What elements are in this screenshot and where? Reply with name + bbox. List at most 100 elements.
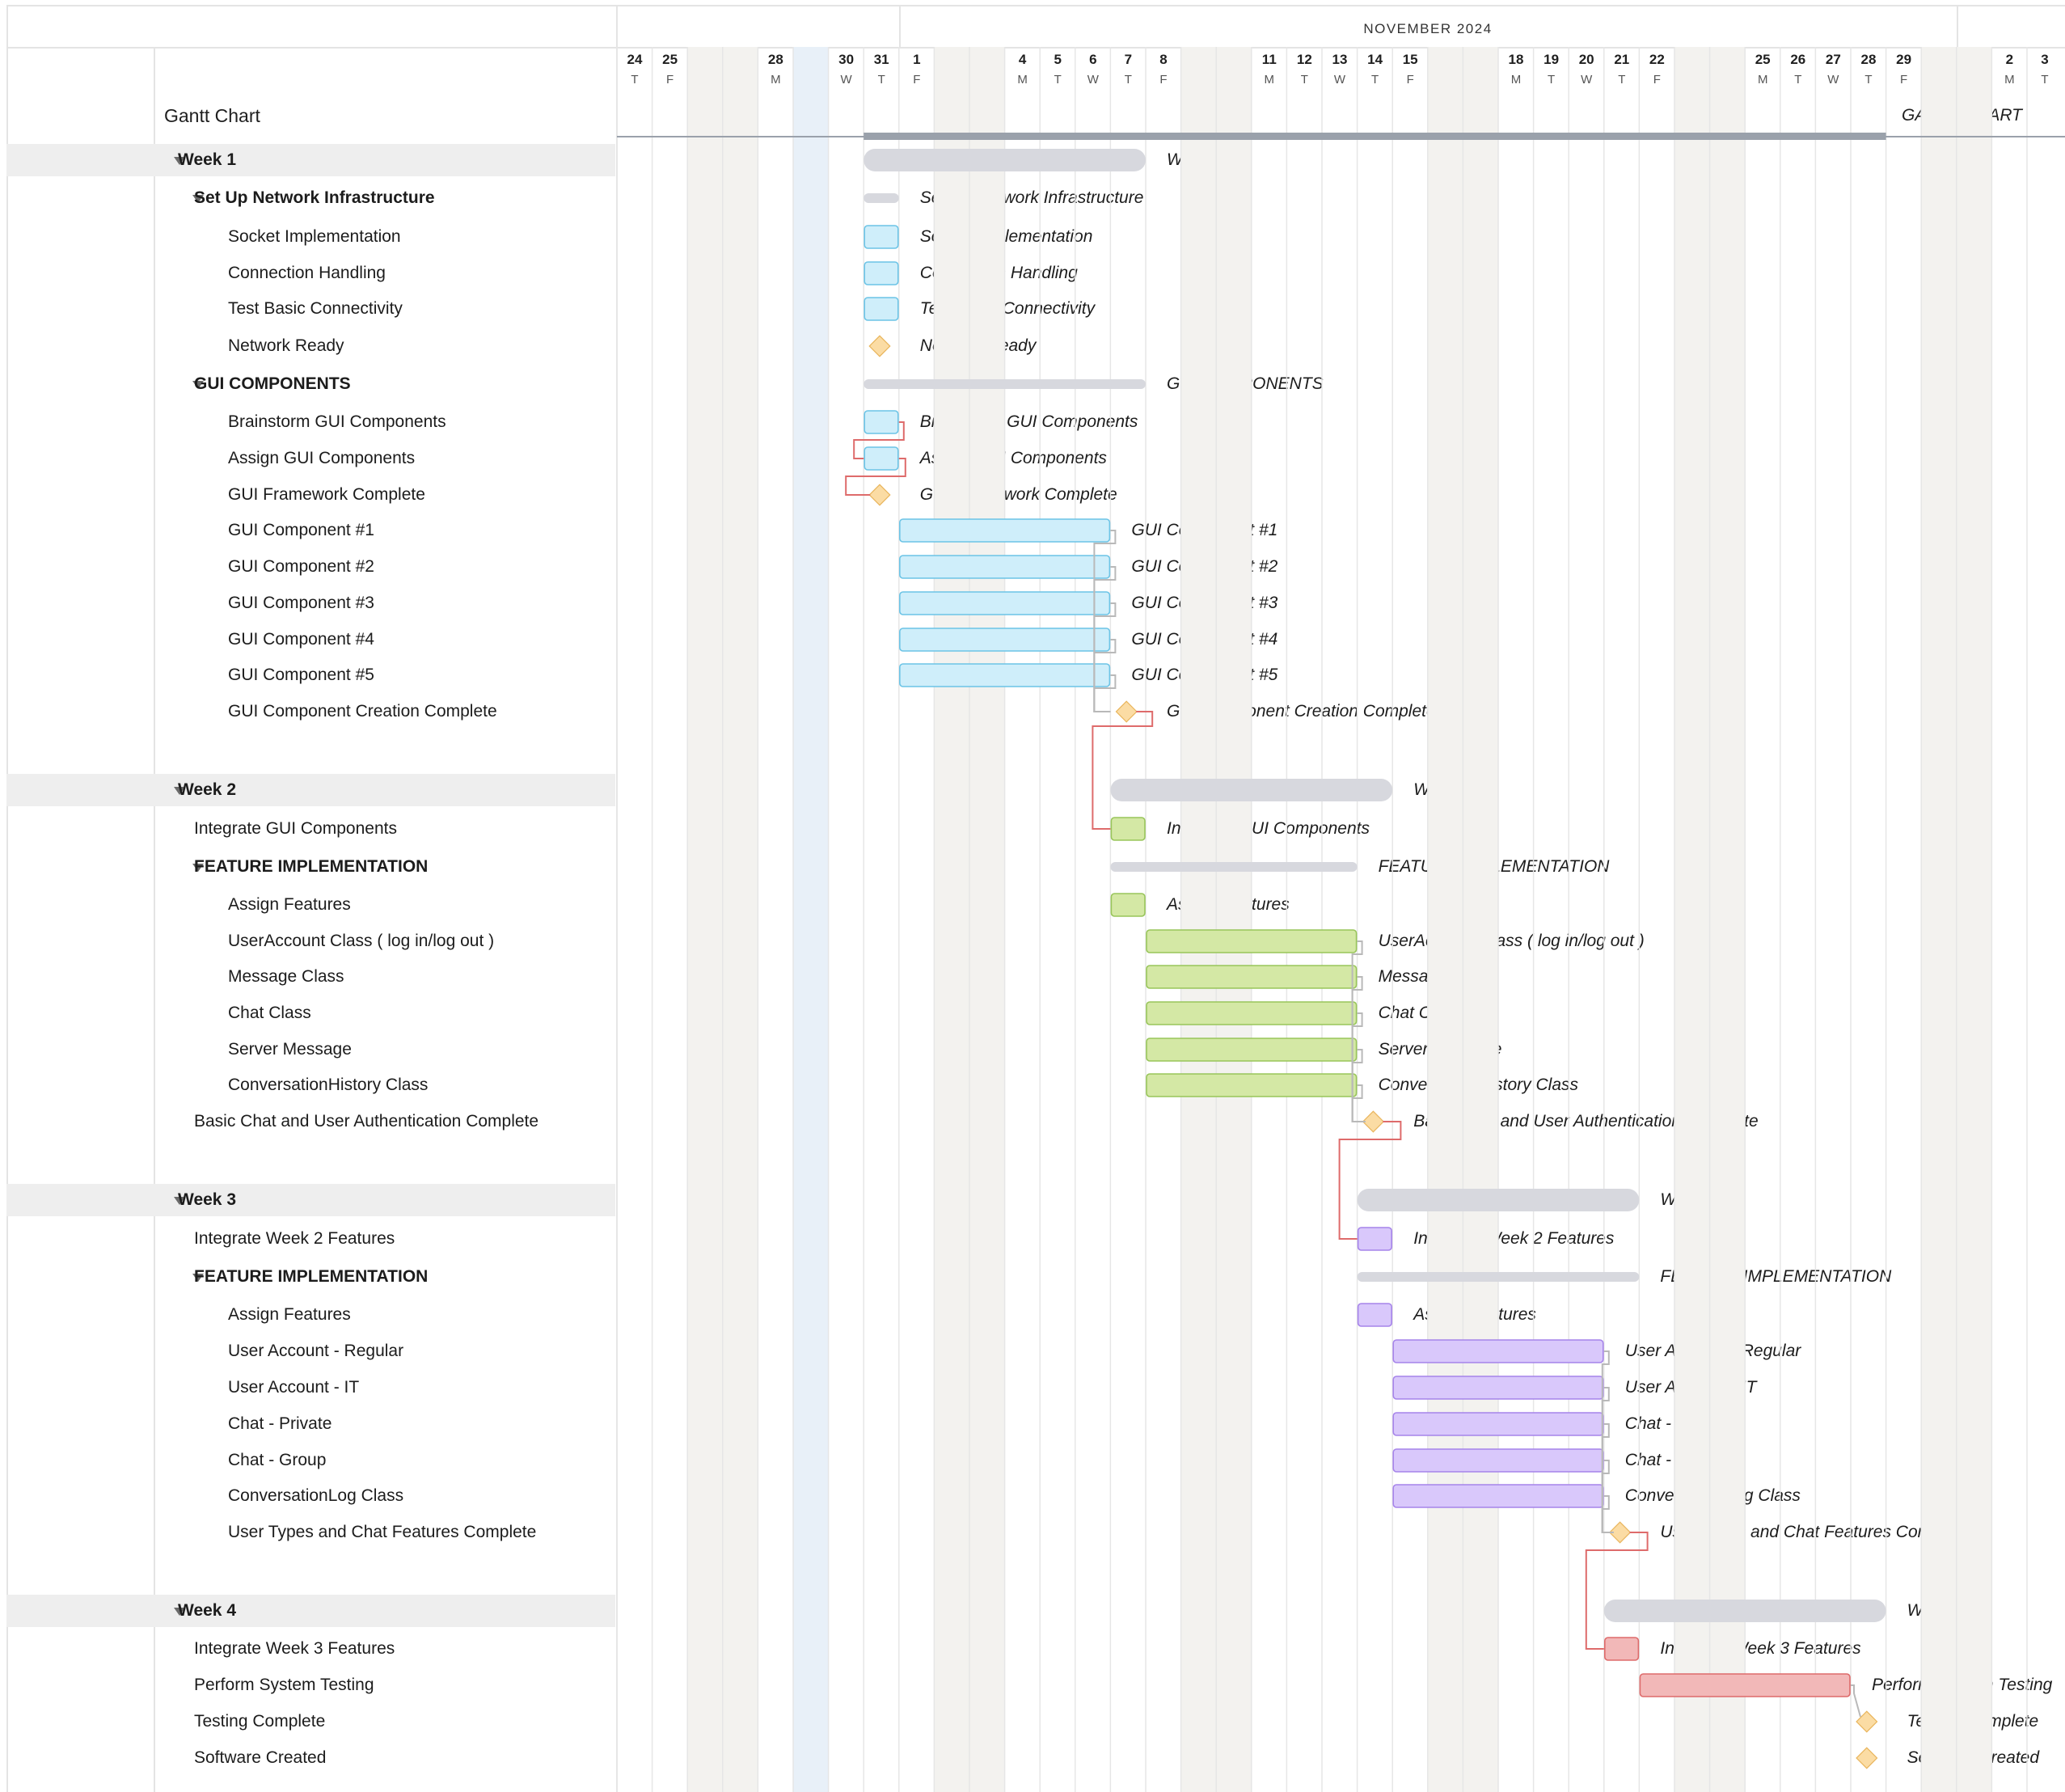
- task-bar[interactable]: [864, 225, 899, 249]
- task-name[interactable]: Perform System Testing: [194, 1676, 374, 1694]
- milestone-name[interactable]: Network Ready: [228, 336, 344, 355]
- summary-bar[interactable]: [864, 193, 899, 203]
- summary-bar[interactable]: [864, 379, 1146, 389]
- task-bar[interactable]: [864, 446, 899, 471]
- day-number: 14: [1367, 52, 1383, 67]
- day-number: 2: [2005, 52, 2014, 67]
- task-name[interactable]: GUI Component #4: [228, 630, 374, 649]
- task-name[interactable]: User Account - Regular: [228, 1342, 404, 1360]
- task-bar[interactable]: [1146, 929, 1358, 953]
- group-name[interactable]: Week 1: [178, 150, 236, 169]
- task-bar[interactable]: [899, 663, 1111, 687]
- milestone-name[interactable]: Software Created: [194, 1748, 327, 1767]
- task-bar[interactable]: [1110, 893, 1146, 917]
- group-row-background: [6, 1595, 615, 1627]
- collapse-toggle-icon[interactable]: [174, 1608, 185, 1616]
- task-name[interactable]: UserAccount Class ( log in/log out ): [228, 932, 495, 950]
- task-name[interactable]: Integrate GUI Components: [194, 819, 397, 838]
- task-name[interactable]: GUI Component #2: [228, 557, 374, 576]
- task-bar[interactable]: [899, 555, 1111, 579]
- collapse-toggle-icon[interactable]: [192, 864, 204, 872]
- day-weekday: W: [840, 73, 852, 87]
- task-bar[interactable]: [1146, 1073, 1358, 1097]
- task-name[interactable]: Brainstorm GUI Components: [228, 412, 446, 431]
- group-name[interactable]: Week 3: [178, 1190, 236, 1209]
- task-name[interactable]: ConversationLog Class: [228, 1486, 404, 1505]
- task-name[interactable]: GUI Component #5: [228, 666, 374, 684]
- task-bar[interactable]: [1357, 1303, 1392, 1327]
- task-bar[interactable]: [899, 591, 1111, 615]
- milestone-diamond[interactable]: [1856, 1710, 1878, 1733]
- task-bar[interactable]: [1392, 1448, 1604, 1473]
- task-name[interactable]: GUI Component #3: [228, 594, 374, 612]
- milestone-diamond[interactable]: [1856, 1747, 1878, 1769]
- milestone-diamond[interactable]: [868, 484, 891, 506]
- task-bar[interactable]: [1146, 1001, 1358, 1025]
- task-bar[interactable]: [864, 261, 899, 285]
- collapse-toggle-icon[interactable]: [174, 787, 185, 795]
- day-weekday: T: [1300, 73, 1308, 87]
- collapse-toggle-icon[interactable]: [192, 195, 204, 203]
- task-bar[interactable]: [1604, 1637, 1640, 1661]
- task-name[interactable]: Assign Features: [228, 1305, 351, 1324]
- group-name[interactable]: Week 2: [178, 780, 236, 799]
- task-name[interactable]: User Account - IT: [228, 1378, 360, 1397]
- task-bar[interactable]: [899, 628, 1111, 652]
- group-summary-bar[interactable]: [1110, 779, 1393, 801]
- project-summary-bar[interactable]: [864, 133, 1886, 140]
- task-name[interactable]: Integrate Week 3 Features: [194, 1639, 395, 1658]
- task-name[interactable]: Test Basic Connectivity: [228, 299, 403, 318]
- group-summary-bar[interactable]: [1357, 1189, 1640, 1211]
- task-bar[interactable]: [1357, 1227, 1392, 1251]
- milestone-name[interactable]: GUI Framework Complete: [228, 485, 425, 504]
- milestone-diamond[interactable]: [1115, 700, 1138, 723]
- summary-task-name[interactable]: FEATURE IMPLEMENTATION: [194, 1267, 429, 1286]
- day-weekday: T: [1618, 73, 1626, 87]
- milestone-name[interactable]: Basic Chat and User Authentication Compl…: [194, 1112, 539, 1131]
- task-bar[interactable]: [1392, 1376, 1604, 1400]
- task-bar[interactable]: [1146, 1038, 1358, 1062]
- group-summary-bar[interactable]: [864, 149, 1146, 171]
- summary-task-name[interactable]: Set Up Network Infrastructure: [194, 188, 435, 207]
- summary-task-name[interactable]: GUI COMPONENTS: [194, 374, 351, 393]
- task-name[interactable]: Server Message: [228, 1040, 352, 1059]
- task-name[interactable]: ConversationHistory Class: [228, 1076, 429, 1094]
- task-name[interactable]: GUI Component #1: [228, 521, 374, 539]
- month-divider-end: [1957, 5, 1958, 47]
- task-name[interactable]: Chat - Private: [228, 1414, 332, 1433]
- milestone-diamond[interactable]: [1362, 1110, 1384, 1133]
- summary-task-name[interactable]: FEATURE IMPLEMENTATION: [194, 857, 429, 876]
- milestone-diamond[interactable]: [1609, 1521, 1632, 1544]
- task-bar[interactable]: [864, 297, 899, 321]
- task-name[interactable]: Connection Handling: [228, 264, 386, 282]
- task-bar[interactable]: [1639, 1673, 1851, 1697]
- task-name[interactable]: Chat Class: [228, 1004, 311, 1022]
- task-name[interactable]: Assign GUI Components: [228, 449, 416, 467]
- collapse-toggle-icon[interactable]: [192, 381, 204, 389]
- collapse-toggle-icon[interactable]: [174, 157, 185, 165]
- milestone-name[interactable]: Testing Complete: [194, 1712, 326, 1731]
- task-name[interactable]: Socket Implementation: [228, 227, 401, 246]
- summary-bar[interactable]: [1110, 862, 1358, 872]
- task-name[interactable]: Assign Features: [228, 895, 351, 914]
- task-bar[interactable]: [1392, 1339, 1604, 1363]
- task-name[interactable]: Integrate Week 2 Features: [194, 1229, 395, 1248]
- task-bar[interactable]: [1392, 1412, 1604, 1436]
- task-name[interactable]: Chat - Group: [228, 1451, 327, 1469]
- task-name[interactable]: Message Class: [228, 967, 344, 986]
- milestone-diamond[interactable]: [868, 335, 891, 357]
- group-name[interactable]: Week 4: [178, 1601, 236, 1620]
- collapse-toggle-icon[interactable]: [192, 1274, 204, 1282]
- collapse-toggle-icon[interactable]: [174, 1197, 185, 1205]
- weekend-column: [1180, 47, 1217, 1792]
- task-bar[interactable]: [1392, 1484, 1604, 1508]
- milestone-name[interactable]: GUI Component Creation Complete: [228, 702, 497, 721]
- task-bar[interactable]: [899, 518, 1111, 543]
- task-bar[interactable]: [1110, 817, 1146, 841]
- milestone-name[interactable]: User Types and Chat Features Complete: [228, 1523, 537, 1541]
- summary-bar[interactable]: [1357, 1272, 1640, 1282]
- day-weekday: T: [877, 73, 885, 87]
- task-bar[interactable]: [864, 410, 899, 434]
- task-bar[interactable]: [1146, 965, 1358, 989]
- group-summary-bar[interactable]: [1603, 1600, 1886, 1622]
